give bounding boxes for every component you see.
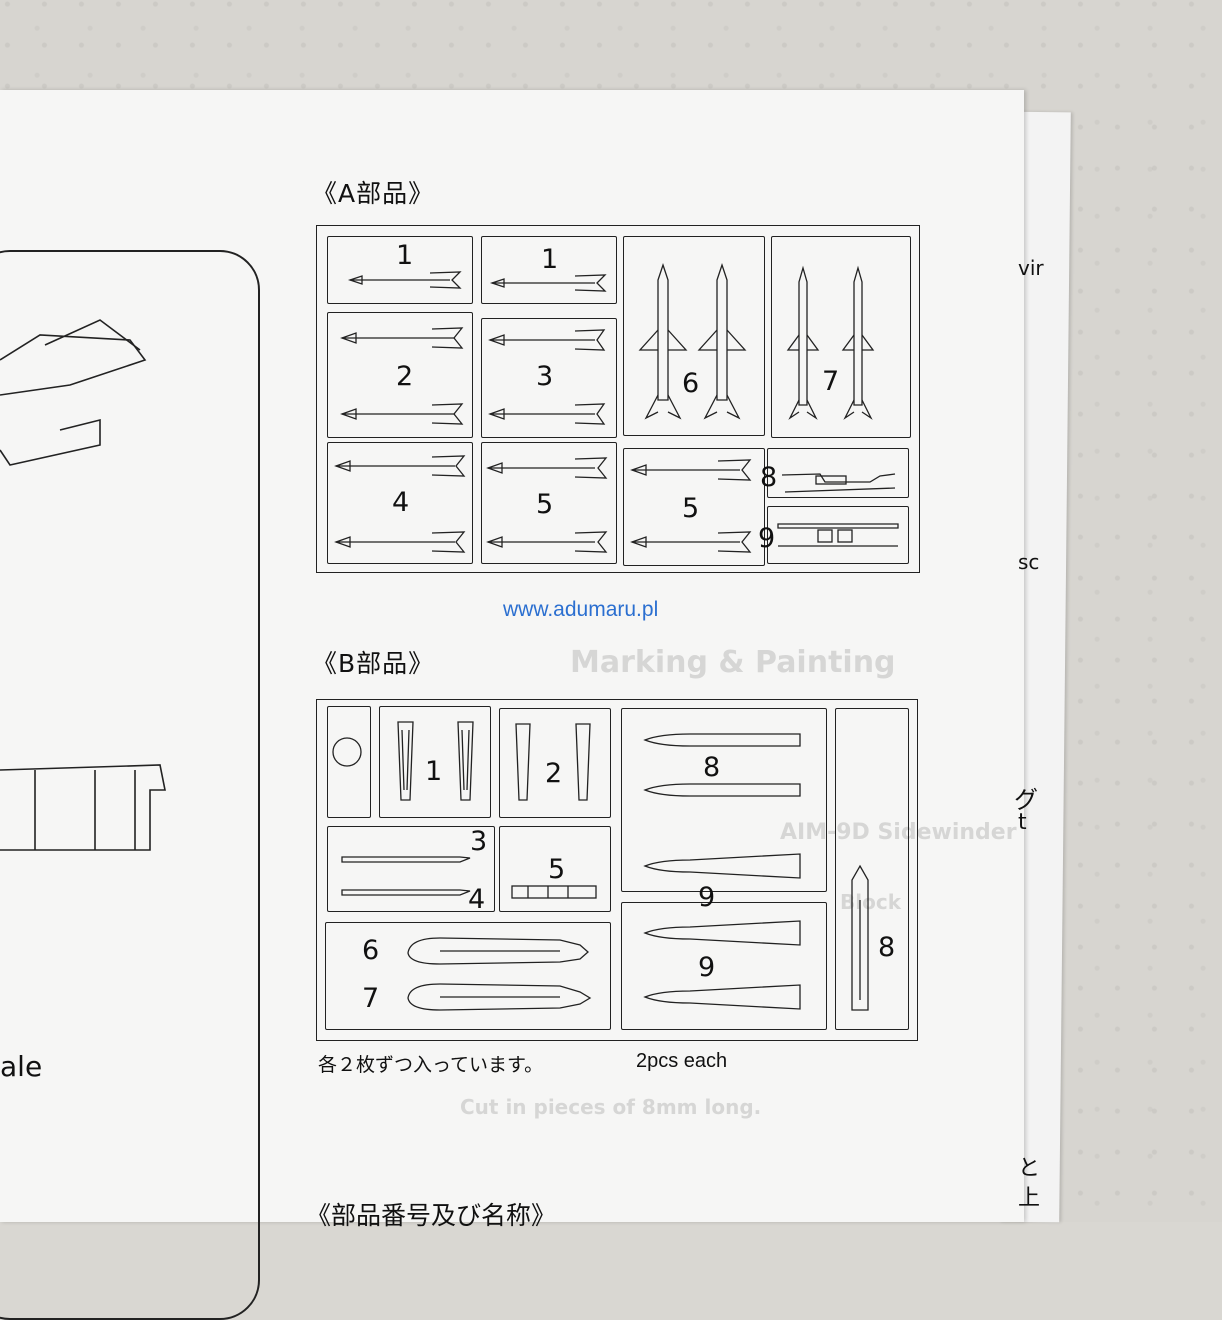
caption-english: 2pcs each <box>636 1050 728 1072</box>
sprue-a-cell-4 <box>327 442 473 564</box>
label-b-6: 6 <box>362 935 380 966</box>
label-a-5b: 5 <box>682 493 700 524</box>
sprue-a-cell-1a <box>327 236 473 304</box>
sprue-a-cell-8 <box>767 448 909 498</box>
sprue-a-cell-6 <box>623 236 765 436</box>
missile-a1b <box>489 274 607 292</box>
watermark-url: www.adumaru.pl <box>503 598 659 621</box>
section-b-heading: 《B部品》 <box>312 649 435 678</box>
label-a-5a: 5 <box>536 489 554 520</box>
sprue-a-cell-3 <box>481 318 617 438</box>
label-b-3: 3 <box>470 826 488 857</box>
sprue-a-missiles <box>334 262 899 553</box>
left-diagram-drawing <box>0 319 166 851</box>
right-fragment-4: t <box>1018 810 1027 835</box>
right-fragment-1: vir <box>1018 256 1044 280</box>
label-b-4: 4 <box>468 884 486 915</box>
sprue-a-cell-7 <box>771 236 911 438</box>
label-b-5: 5 <box>548 854 566 885</box>
sprue-a-cell-2 <box>327 312 473 438</box>
label-a-9: 9 <box>758 523 776 554</box>
sprue-b-cell-gate <box>327 706 371 818</box>
ghost-marking-text: Marking & Painting <box>570 645 896 680</box>
label-a-1b: 1 <box>541 244 559 275</box>
label-b-8b: 8 <box>878 932 896 963</box>
left-fragment-text: ale <box>0 1050 43 1083</box>
sprue-b-cell-6-7 <box>325 922 611 1030</box>
label-b-8a: 8 <box>703 752 721 783</box>
ghost-block-text: Block <box>840 890 901 914</box>
right-fragment-2: sc <box>1018 550 1040 574</box>
missile-a1a <box>347 271 462 289</box>
label-a-2: 2 <box>396 361 414 392</box>
right-fragment-5: と <box>1018 1156 1041 1181</box>
ghost-cut-text: Cut in pieces of 8mm long. <box>460 1095 762 1119</box>
sprue-a-cell-9 <box>767 506 909 564</box>
sprue-a-frame <box>316 225 920 573</box>
sprue-b-cell-8-vertical <box>835 708 909 1030</box>
label-b-9b: 9 <box>698 952 716 983</box>
sprue-a-cell-5b <box>623 448 765 566</box>
sprue-b-cell-8 <box>621 708 827 892</box>
label-a-6: 6 <box>682 368 700 399</box>
label-a-7: 7 <box>822 366 840 397</box>
right-fragment-3: グ <box>1014 786 1038 814</box>
sprue-a-cell-5a <box>481 442 617 564</box>
label-a-4: 4 <box>392 487 410 518</box>
label-a-3: 3 <box>536 361 554 392</box>
label-b-9a: 9 <box>698 882 716 913</box>
label-a-1a: 1 <box>396 240 414 271</box>
sprue-b-cell-2 <box>499 708 611 818</box>
label-b-2: 2 <box>545 758 563 789</box>
section-a-heading: 《A部品》 <box>312 179 435 208</box>
label-b-1: 1 <box>425 756 443 787</box>
ghost-aim-text: AIM-9D Sidewinder <box>780 820 1017 845</box>
right-fragment-6: 上 <box>1018 1186 1041 1211</box>
instruction-page: ale Marking & Painting AIM-9D Sidewinder… <box>0 90 1044 1320</box>
sprue-b-cell-9 <box>621 902 827 1030</box>
sprue-b-cell-1 <box>379 706 491 818</box>
label-a-8: 8 <box>760 462 778 493</box>
sprue-b-parts <box>332 721 869 1011</box>
sprue-b-frame <box>316 699 918 1041</box>
parts-list-heading: 《部品番号及び名称》 <box>306 1201 557 1230</box>
sprue-b-cell-3-4 <box>327 826 495 912</box>
sprue-b-cell-5 <box>499 826 611 912</box>
caption-japanese: 各２枚ずつ入っています。 <box>318 1054 544 1076</box>
sprue-a-cell-1b <box>481 236 617 304</box>
label-b-7: 7 <box>362 983 380 1014</box>
